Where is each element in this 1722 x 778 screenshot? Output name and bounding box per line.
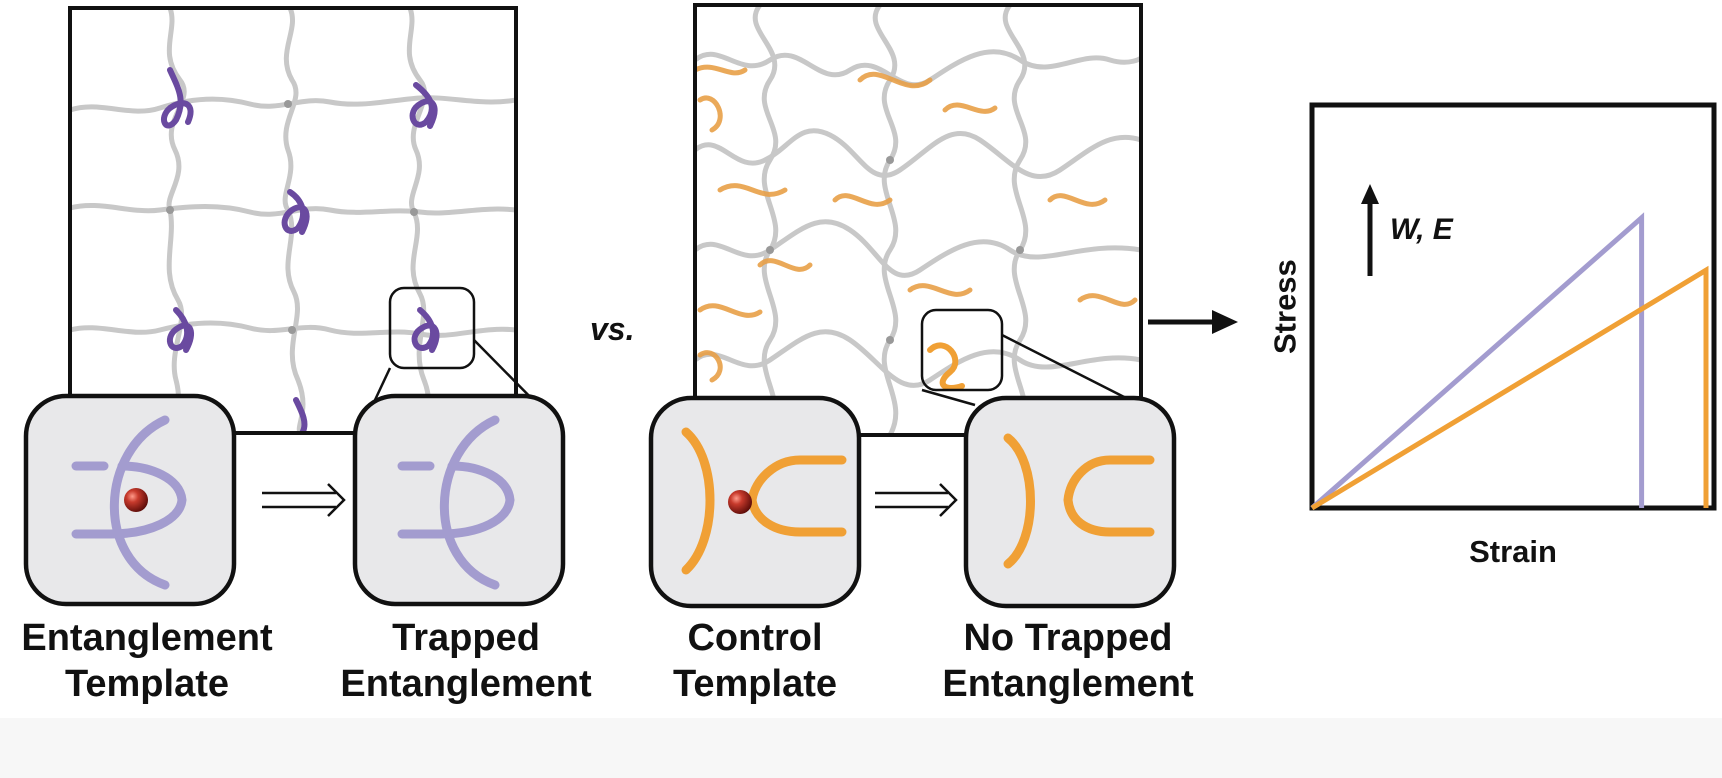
y-axis-label: Stress xyxy=(1267,259,1303,354)
caption-line-2: Template xyxy=(64,662,229,705)
chart-annotation: W, E xyxy=(1390,213,1453,246)
caption-control-template: Control Template xyxy=(630,616,880,707)
caption-line-1: Entanglement xyxy=(21,617,273,659)
entangled-network-box xyxy=(70,8,516,433)
panel-no-trapped-entanglement xyxy=(963,395,1177,609)
versus-label: vs. xyxy=(590,311,635,347)
series-line-1 xyxy=(1310,212,1645,510)
panel-trapped-entanglement xyxy=(352,393,566,607)
right-network-frame xyxy=(693,3,1143,437)
series-line-2 xyxy=(1310,265,1709,511)
caption-line-1: No Trapped xyxy=(963,617,1173,659)
chart-frame xyxy=(1309,102,1717,511)
zoom-callout-right xyxy=(920,308,1004,392)
control-bead xyxy=(728,490,752,514)
stress-strain-chart xyxy=(1309,102,1717,511)
caption-line-1: Control xyxy=(687,617,823,659)
zoom-callout-left xyxy=(388,286,476,370)
diagram-graphics xyxy=(23,3,1717,609)
panel-control-template xyxy=(648,395,862,609)
caption-line-2: Entanglement xyxy=(340,662,592,705)
left-network-frame xyxy=(68,6,518,435)
caption-line-2: Template xyxy=(672,662,837,705)
caption-no-trapped-entanglement: No Trapped Entanglement xyxy=(908,616,1228,707)
figure-canvas: Entanglement Template Trapped Entangleme… xyxy=(0,3,1717,707)
template-bead xyxy=(124,488,148,512)
double-arrow-1 xyxy=(262,483,346,517)
double-arrow-2 xyxy=(875,483,958,517)
caption-trapped-entanglement: Trapped Entanglement xyxy=(316,616,616,707)
control-network-box xyxy=(695,5,1141,435)
arrow-to-chart xyxy=(1148,310,1238,334)
panel-entanglement-template xyxy=(23,393,237,607)
caption-line-2: Entanglement xyxy=(942,662,1194,705)
caption-entanglement-template: Entanglement Template xyxy=(0,616,299,707)
x-axis-label: Strain xyxy=(1469,534,1557,569)
caption-line-1: Trapped xyxy=(392,617,540,659)
